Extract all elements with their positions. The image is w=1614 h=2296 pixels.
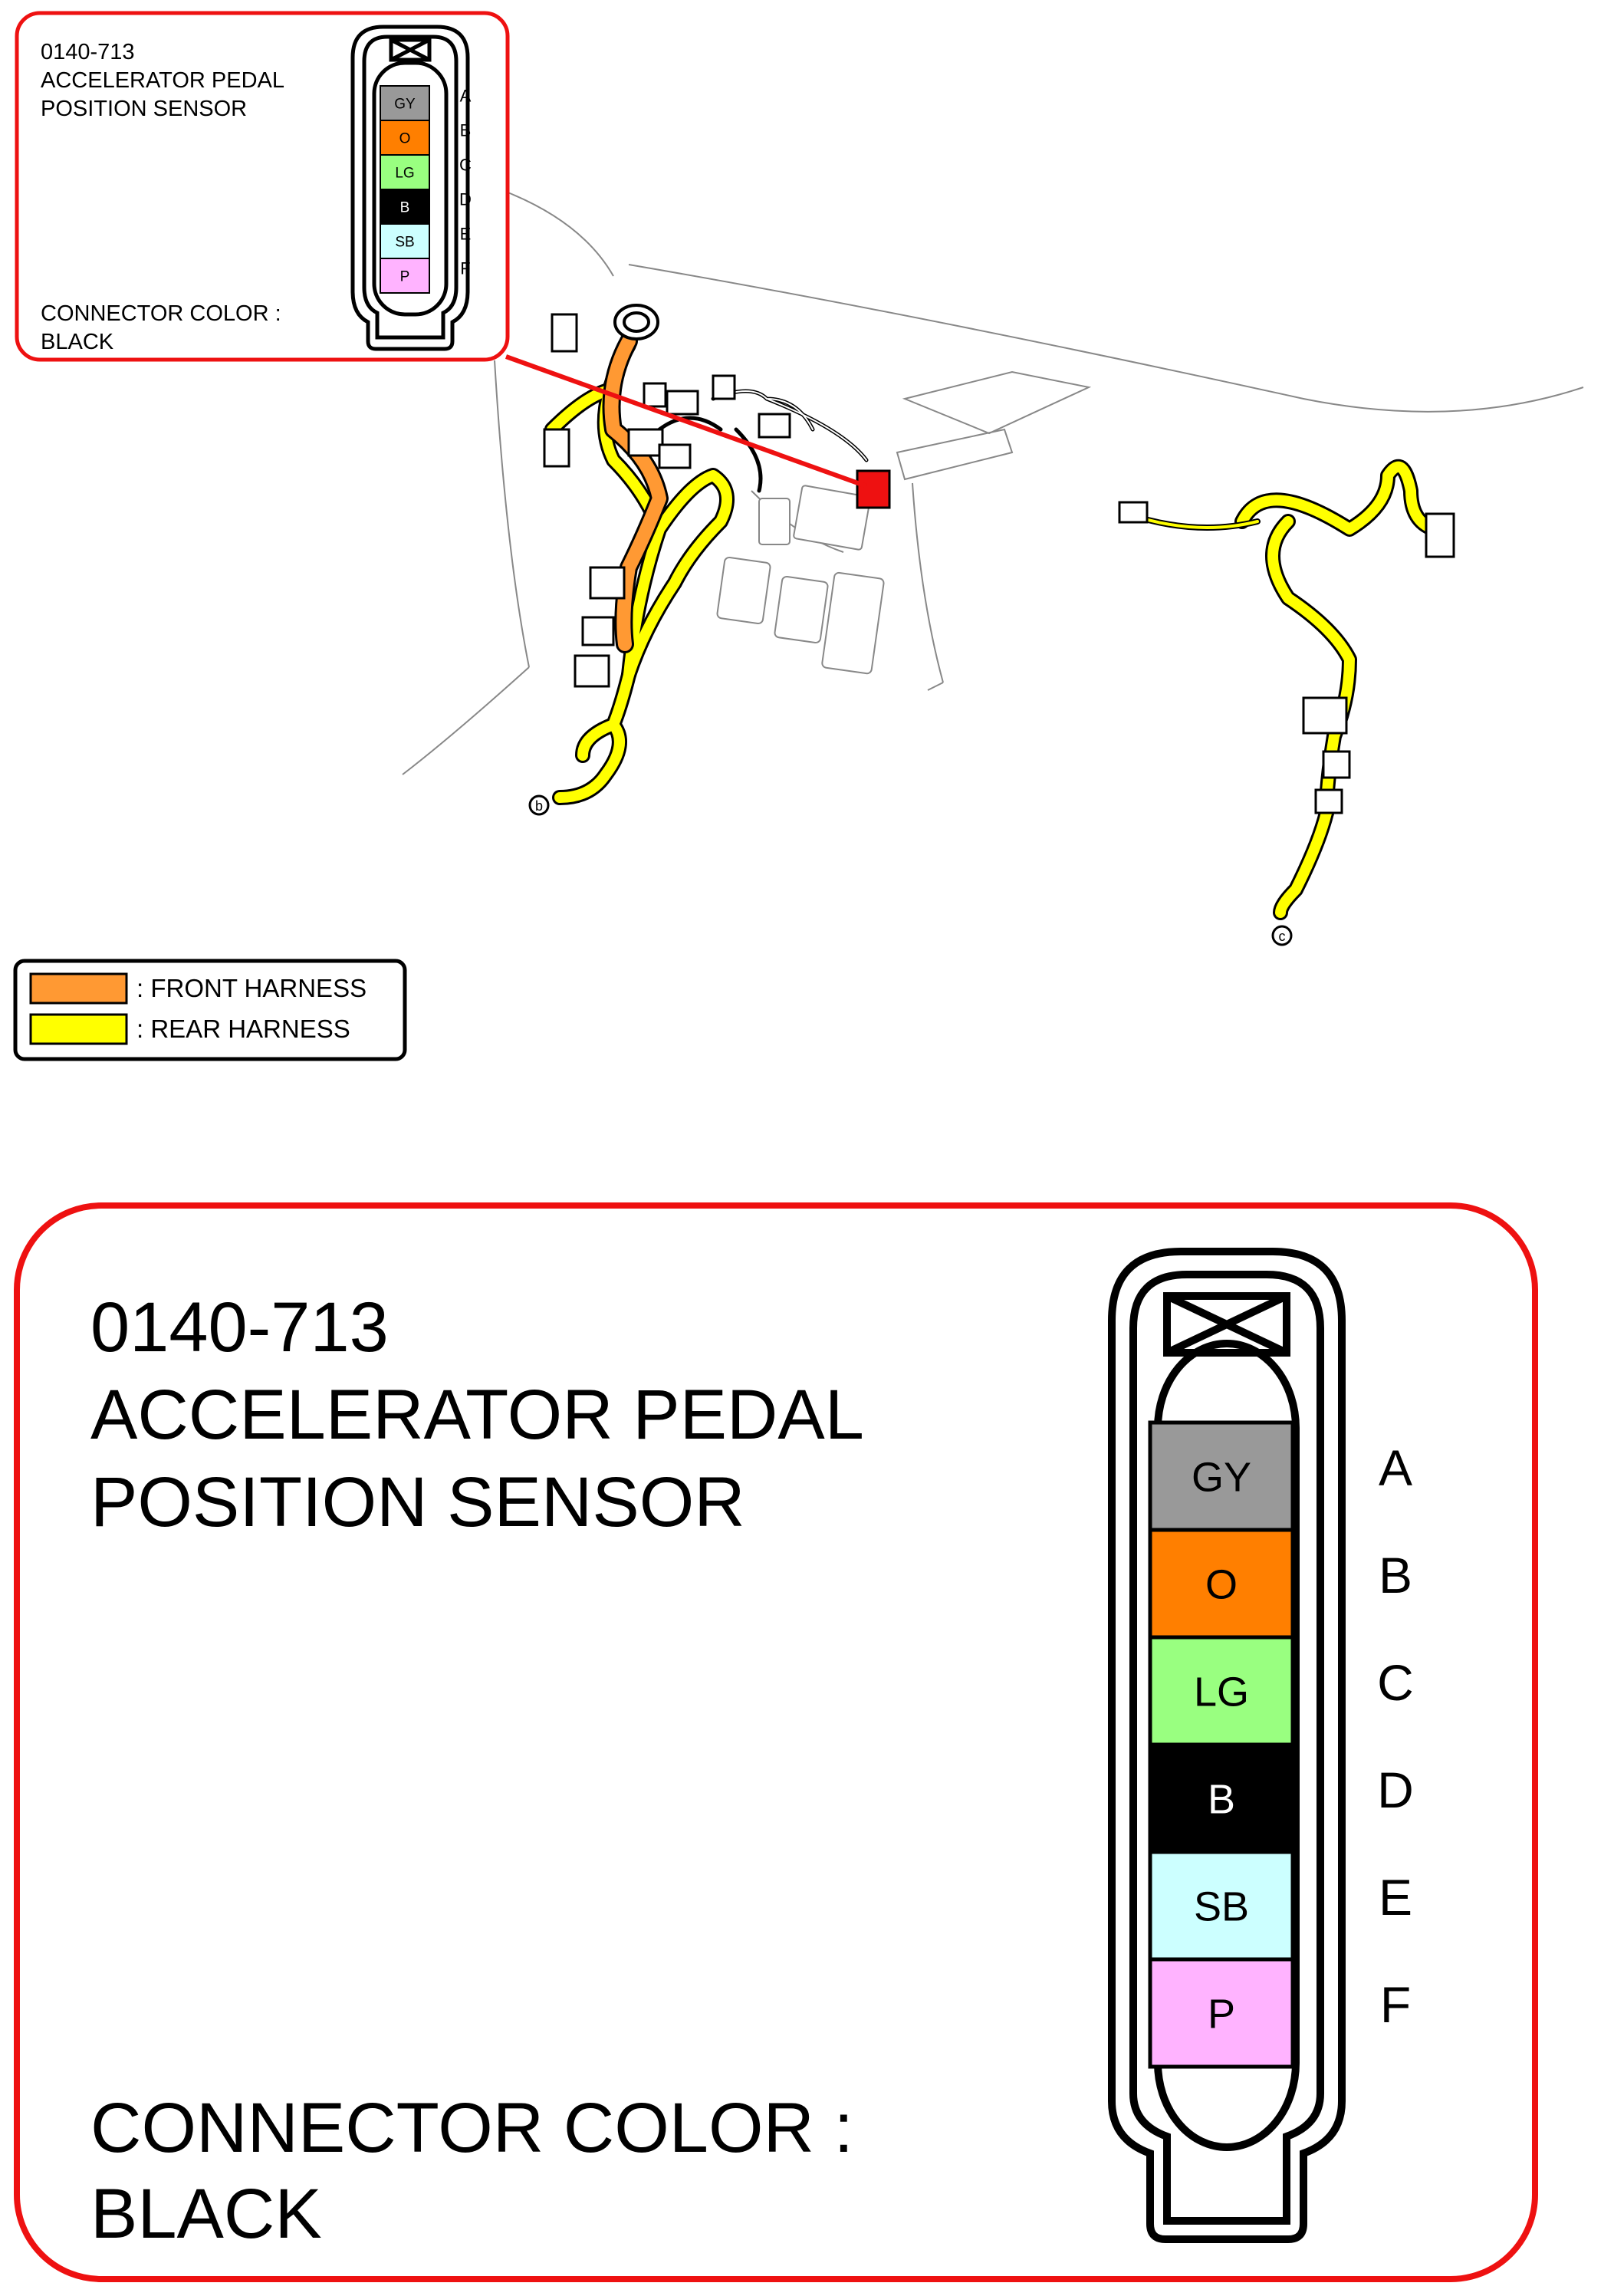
large-pin-letter-c: C: [1377, 1654, 1414, 1711]
small-wire-label-f: P: [400, 268, 410, 285]
small-pin-letter-a: A: [460, 86, 472, 105]
small-wire-label-d: B: [400, 199, 410, 215]
small-connector-name-line2: POSITION SENSOR: [41, 97, 247, 121]
large-connector-name-line1: ACCELERATOR PEDAL: [90, 1376, 864, 1454]
marker-c-label: c: [1279, 929, 1286, 944]
small-callout: 0140-713 ACCELERATOR PEDAL POSITION SENS…: [15, 11, 510, 362]
large-wire-label-c: LG: [1194, 1669, 1249, 1715]
small-connector-code: 0140-713: [41, 40, 135, 64]
large-connector-color-value: BLACK: [90, 2175, 322, 2253]
large-wire-label-a: GY: [1192, 1454, 1251, 1500]
small-wire-label-c: LG: [395, 165, 414, 181]
small-pin-letter-b: B: [460, 120, 472, 140]
small-connector-shell: [350, 25, 470, 351]
large-pin-cell-d: [1148, 1742, 1295, 1854]
large-wire-label-d: B: [1208, 1776, 1235, 1822]
harness-connectors: [543, 313, 1455, 814]
small-pin-letter-d: D: [459, 189, 472, 209]
accelerator-connector-highlight: [856, 469, 891, 509]
small-connector-color-label: CONNECTOR COLOR :: [41, 301, 281, 326]
legend-front-label: : FRONT HARNESS: [136, 974, 367, 1002]
marker-b-label: b: [535, 798, 543, 814]
large-connector-code: 0140-713: [90, 1288, 389, 1367]
small-pin-cell-e: [380, 223, 430, 259]
small-wire-label-e: SB: [395, 234, 414, 250]
large-wire-label-f: P: [1208, 1991, 1235, 2037]
pedal-outlines: [716, 485, 885, 675]
small-pin-cell-a: [380, 85, 430, 121]
small-pin-letter-e: E: [460, 224, 472, 243]
dashboard-outline: [402, 191, 1584, 775]
large-pin-letter-e: E: [1379, 1869, 1412, 1926]
large-pin-cell-a: [1148, 1420, 1295, 1532]
legend-rear-swatch: [29, 1013, 128, 1045]
large-wire-label-e: SB: [1194, 1883, 1249, 1929]
large-connector-shell: [1108, 1248, 1346, 2243]
large-callout: 0140-713 ACCELERATOR PEDAL POSITION SENS…: [14, 1202, 1538, 2282]
harness-legend: : FRONT HARNESS : REAR HARNESS: [13, 959, 407, 1061]
large-pin-letter-a: A: [1379, 1439, 1412, 1496]
large-pin-cell-f: [1148, 1957, 1295, 2069]
large-connector-color-label: CONNECTOR COLOR :: [90, 2089, 853, 2167]
large-pin-letter-f: F: [1380, 1976, 1411, 2033]
marker-b: b: [528, 794, 550, 816]
large-connector-name-line2: POSITION SENSOR: [90, 1463, 745, 1541]
small-pin-letter-f: F: [460, 258, 470, 278]
small-wire-label-b: O: [399, 130, 411, 146]
large-pin-letter-d: D: [1377, 1761, 1414, 1818]
small-pin-cell-f: [380, 258, 430, 294]
callout-leader-line: [505, 354, 868, 488]
small-connector-color-value: BLACK: [41, 330, 114, 354]
large-pin-letter-b: B: [1379, 1547, 1412, 1604]
small-pin-letter-c: C: [459, 155, 472, 174]
legend-rear-label: : REAR HARNESS: [136, 1015, 350, 1043]
small-pin-cell-b: [380, 120, 430, 156]
legend-front-swatch: [29, 972, 128, 1005]
grommet: [613, 304, 659, 340]
small-pin-cell-c: [380, 154, 430, 190]
small-pin-cell-d: [380, 189, 430, 225]
marker-c: c: [1271, 925, 1293, 946]
small-wire-label-a: GY: [394, 96, 416, 112]
large-wire-label-b: O: [1205, 1561, 1238, 1607]
small-connector-name-line1: ACCELERATOR PEDAL: [41, 68, 284, 93]
left-harness: [544, 332, 1441, 920]
